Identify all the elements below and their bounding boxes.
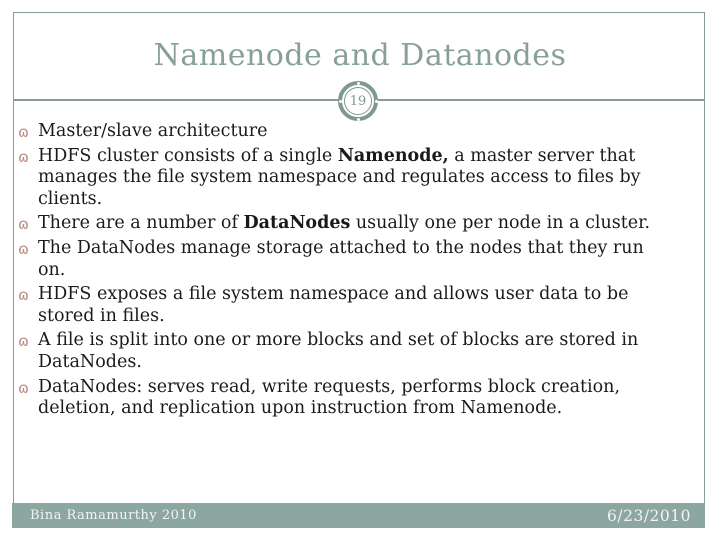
bullet-text: The DataNodes manage storage attached to… [38, 237, 644, 280]
bullet-text-bold: Namenode, [337, 145, 449, 166]
bullet-text: Master/slave architecture [38, 121, 268, 141]
bullet-text: usually one per node in a cluster. [350, 213, 651, 234]
bullet-item: ɷ DataNodes: serves read, write requests,… [18, 377, 690, 420]
bullet-item: ɷ There are a number of DataNodes usually… [18, 213, 690, 235]
bullet-text: HDFS cluster consists of a single [38, 145, 338, 166]
bullet-text: HDFS exposes a file system namespace and… [38, 284, 629, 326]
bullet-text: a master server that manages the file sy… [38, 145, 641, 209]
bullet-item: ɷ Master/slave architecture [18, 121, 690, 143]
bullet-text: There are a number of [38, 213, 244, 234]
bullet-item: ɷ HDFS exposes a file system namespace an… [18, 284, 690, 327]
footer-author: Bina Ramamurthy 2010 [30, 508, 197, 523]
slide-number: 19 [344, 87, 372, 115]
swirl-bullet-icon: ɷ [18, 215, 29, 234]
swirl-bullet-icon: ɷ [18, 378, 29, 397]
footer-date: 6/23/2010 [607, 506, 691, 525]
swirl-bullet-icon: ɷ [18, 123, 29, 141]
bullet-item: ɷ The DataNodes manage storage attached t… [18, 238, 690, 281]
bullet-item: ɷ A file is split into one or more blocks… [18, 330, 690, 373]
footer-bar: Bina Ramamurthy 2010 6/23/2010 [12, 503, 705, 528]
bullet-text: DataNodes: serves read, write requests, … [38, 376, 621, 419]
swirl-bullet-icon: ɷ [18, 332, 29, 351]
slide-number-badge: 19 [338, 81, 378, 121]
swirl-bullet-icon: ɷ [18, 286, 29, 305]
slide-title: Namenode and Datanodes [153, 38, 567, 73]
bullet-item: ɷ HDFS cluster consists of a single Namen… [18, 146, 690, 211]
bullet-text-bold: DataNodes [243, 213, 351, 234]
swirl-bullet-icon: ɷ [18, 239, 29, 258]
bullet-text: A file is split into one or more blocks … [38, 330, 639, 372]
swirl-bullet-icon: ɷ [18, 147, 29, 166]
